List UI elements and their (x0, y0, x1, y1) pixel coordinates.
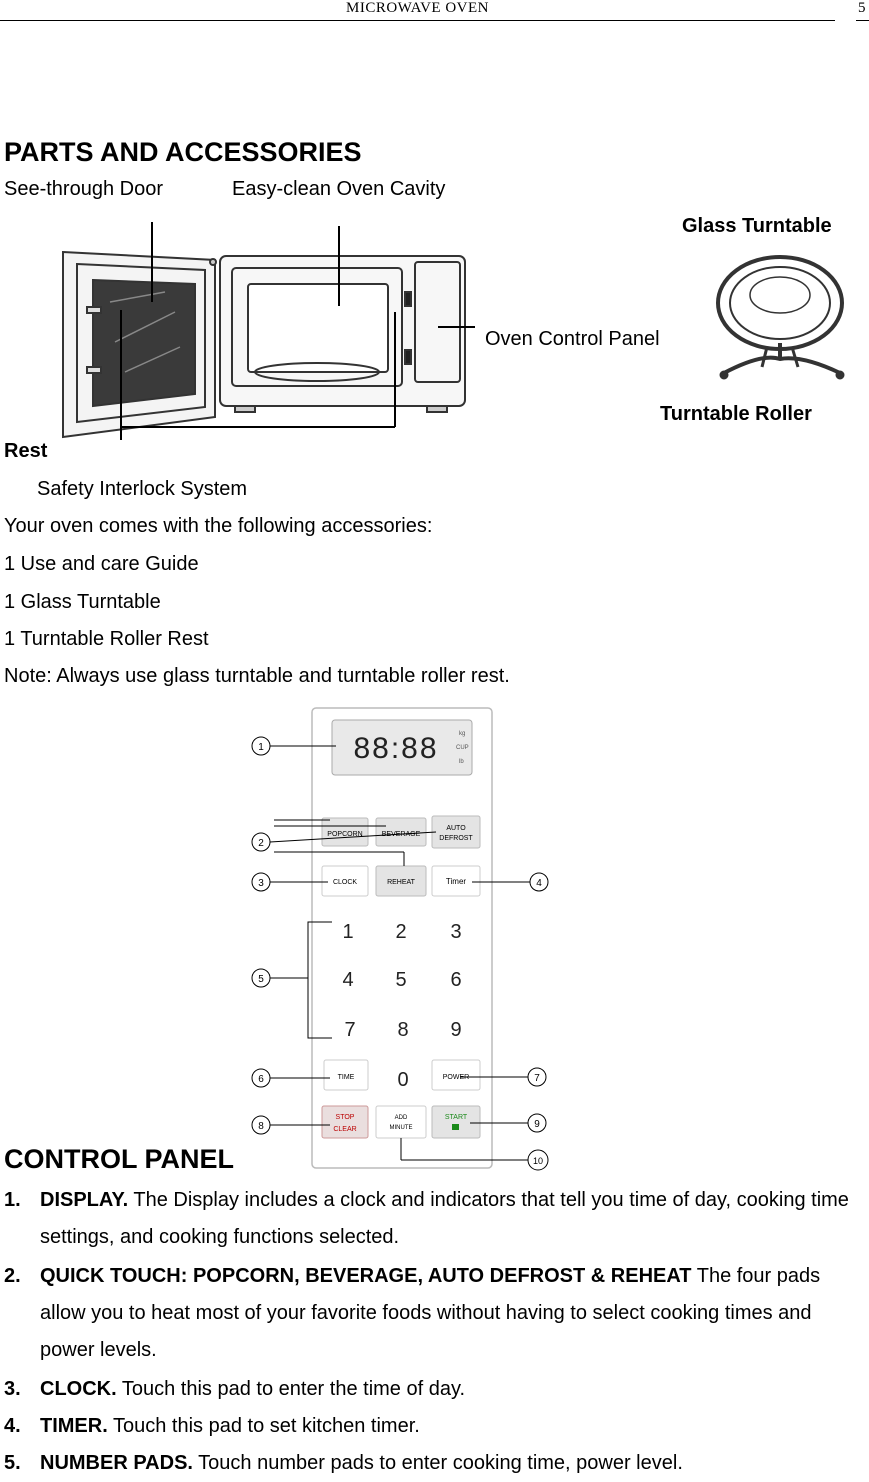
callout-6: 6 (258, 1074, 264, 1085)
time-label: TIME (338, 1074, 355, 1081)
list-text: Touch number pads to enter cooking time,… (192, 1452, 683, 1474)
digit-7: 7 (344, 1019, 355, 1041)
indicator-kg: kg (459, 731, 465, 737)
digit-1: 1 (342, 921, 353, 943)
list-text: The four pads allow you to heat most of … (40, 1265, 821, 1361)
time-pad (323, 1059, 369, 1091)
list-item: 1. DISPLAY. The Display includes a clock… (4, 1182, 854, 1256)
auto-label: AUTO (446, 825, 466, 832)
list-title: DISPLAY. (40, 1189, 129, 1211)
running-header-title: MICROWAVE OVEN (346, 0, 489, 16)
callout-1: 1 (258, 742, 264, 753)
page-number-rule (856, 20, 869, 21)
accessories-note: Note: Always use glass turntable and tur… (4, 665, 510, 687)
header-rule (0, 20, 835, 21)
callout-4: 4 (536, 878, 542, 889)
accessories-intro: Your oven comes with the following acces… (4, 515, 433, 537)
popcorn-pad (321, 817, 369, 847)
list-title: QUICK TOUCH: POPCORN, BEVERAGE, AUTO DEF… (40, 1265, 692, 1287)
label-glass-turntable: Glass Turntable (682, 215, 832, 237)
defrost-label: DEFROST (439, 835, 473, 842)
timer-label: Timer (446, 877, 466, 886)
add-minute-pad (375, 1105, 427, 1139)
list-number: 2. (4, 1265, 21, 1287)
label-oven-cavity: Easy-clean Oven Cavity (232, 178, 446, 200)
indicator-lb: lb (459, 759, 464, 765)
digit-8: 8 (397, 1019, 408, 1041)
list-number: 1. (4, 1189, 21, 1211)
list-item: 2. QUICK TOUCH: POPCORN, BEVERAGE, AUTO … (4, 1258, 854, 1369)
clear-label: CLEAR (333, 1126, 356, 1133)
accessory-item: 1 Use and care Guide (4, 553, 199, 575)
stop-label: STOP (336, 1114, 355, 1121)
digit-9: 9 (450, 1019, 461, 1041)
list-number: 3. (4, 1378, 21, 1400)
list-item: 4. TIMER. Touch this pad to set kitchen … (4, 1408, 854, 1445)
digit-0: 0 (397, 1069, 408, 1091)
callout-8: 8 (258, 1121, 264, 1132)
list-title: CLOCK. (40, 1378, 117, 1400)
parts-heading: PARTS AND ACCESSORIES (4, 137, 362, 167)
list-number: 5. (4, 1452, 21, 1474)
clock-pad (321, 865, 369, 897)
control-panel-heading: CONTROL PANEL (4, 1144, 235, 1174)
timer-pad (431, 865, 481, 897)
label-turntable-roller: Turntable Roller (660, 403, 812, 425)
microwave-illustration (62, 222, 475, 440)
callout-3: 3 (258, 878, 264, 889)
callout-2: 2 (258, 838, 264, 849)
popcorn-label: POPCORN (327, 831, 362, 838)
auto-defrost-pad (431, 815, 481, 849)
reheat-pad (375, 865, 427, 897)
list-item: 3. CLOCK. Touch this pad to enter the ti… (4, 1371, 854, 1408)
callout-5: 5 (258, 974, 264, 985)
list-text: Touch this pad to enter the time of day. (116, 1378, 466, 1400)
indicator-cup: CUP (456, 745, 469, 751)
display-digits: 88:88 (353, 732, 438, 765)
list-title: TIMER. (40, 1415, 108, 1437)
glass-turntable-illustration (716, 255, 845, 380)
page-number: 5 (858, 0, 866, 16)
stop-clear-pad (321, 1105, 369, 1139)
beverage-pad (375, 817, 427, 847)
label-see-through-door: See-through Door (4, 178, 163, 200)
list-text: Touch this pad to set kitchen timer. (107, 1415, 420, 1437)
start-label: START (445, 1114, 468, 1121)
display-window (331, 719, 473, 776)
digit-3: 3 (450, 921, 461, 943)
callout-10: 10 (533, 1156, 543, 1166)
control-panel-illustration: 88:88 kg CUP lb POPCORN BEVERAGE AUTO DE… (251, 707, 549, 1171)
digit-6: 6 (450, 969, 461, 991)
list-number: 4. (4, 1415, 21, 1437)
list-item: 5. NUMBER PADS. Touch number pads to ent… (4, 1445, 854, 1482)
list-text: The Display includes a clock and indicat… (40, 1189, 849, 1248)
power-pad (431, 1059, 481, 1091)
digit-2: 2 (395, 921, 406, 943)
start-indicator-icon (452, 1124, 459, 1130)
digit-4: 4 (342, 969, 353, 991)
label-oven-control-panel: Oven Control Panel (485, 328, 660, 350)
label-rest: Rest (4, 440, 48, 462)
clock-label: CLOCK (333, 879, 357, 886)
accessory-item: 1 Turntable Roller Rest (4, 628, 209, 650)
start-pad (431, 1105, 481, 1139)
add-label: ADD (395, 1115, 408, 1121)
callout-9: 9 (534, 1119, 540, 1130)
label-safety-interlock: Safety Interlock System (37, 478, 248, 500)
digit-5: 5 (395, 969, 406, 991)
list-title: NUMBER PADS. (40, 1452, 193, 1474)
accessory-item: 1 Glass Turntable (4, 591, 161, 613)
minute-label: MINUTE (390, 1125, 413, 1131)
callout-7: 7 (534, 1073, 540, 1084)
reheat-label: REHEAT (387, 879, 416, 886)
power-label: POWER (443, 1074, 469, 1081)
